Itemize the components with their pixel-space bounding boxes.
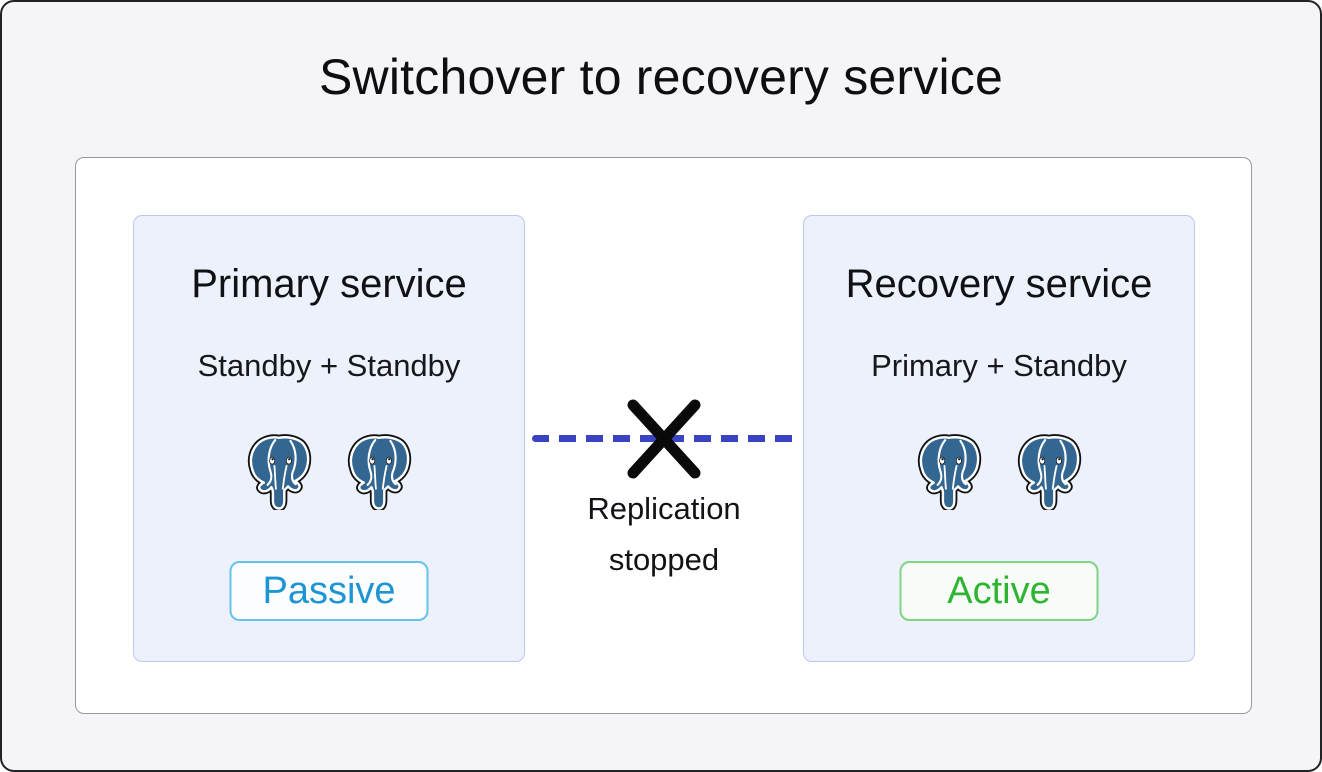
primary-service-title: Primary service	[191, 262, 467, 306]
replication-stopped-label-line2: stopped	[608, 542, 720, 577]
postgresql-elephant-icon	[1014, 434, 1084, 510]
recovery-service-roles: Primary + Standby	[871, 348, 1127, 383]
primary-service-roles: Standby + Standby	[197, 348, 461, 383]
recovery-database-icons	[804, 434, 1194, 510]
diagram-panel: Primary service Standby + Standby Passiv…	[75, 157, 1252, 714]
postgresql-elephant-icon	[344, 434, 414, 510]
recovery-service-card: Recovery service Primary + Standby Activ…	[803, 215, 1195, 662]
postgresql-elephant-icon	[914, 434, 984, 510]
primary-database-icons	[134, 434, 524, 510]
status-badge-active: Active	[899, 561, 1099, 621]
replication-stopped-label: Replication stopped	[544, 483, 784, 585]
recovery-service-title: Recovery service	[845, 262, 1153, 306]
replication-stopped-label-line1: Replication	[587, 491, 741, 526]
page-title: Switchover to recovery service	[318, 49, 1003, 105]
status-badge-passive: Passive	[229, 561, 429, 621]
primary-service-card: Primary service Standby + Standby Passiv…	[133, 215, 525, 662]
postgresql-elephant-icon	[244, 434, 314, 510]
x-mark-icon	[627, 399, 701, 479]
